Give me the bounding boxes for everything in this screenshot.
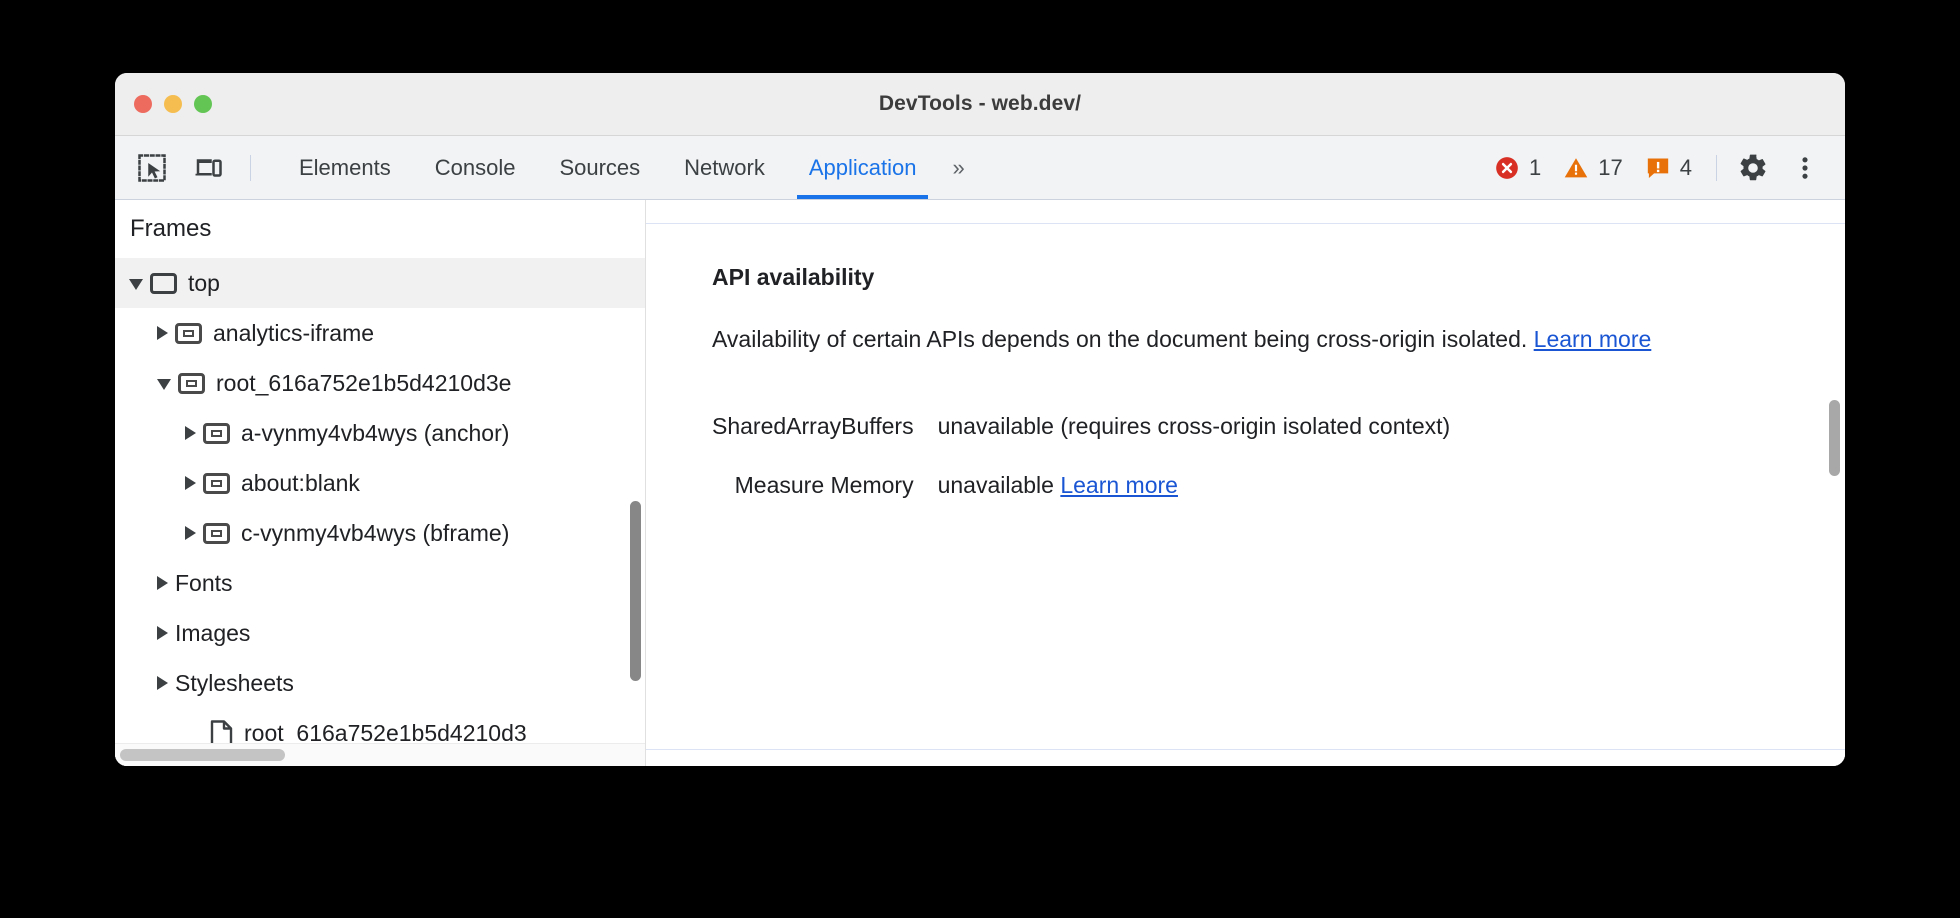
- tree-item-analytics-iframe[interactable]: analytics-iframe: [115, 308, 645, 358]
- tree-item-label: top: [188, 269, 220, 296]
- tree-item-label: Fonts: [175, 569, 233, 596]
- tab-application[interactable]: Application: [787, 136, 939, 199]
- warning-icon: [1564, 157, 1588, 177]
- warning-counter[interactable]: 17: [1563, 154, 1623, 181]
- measure-memory-label: Measure Memory: [734, 471, 914, 498]
- traffic-light-buttons: [134, 73, 212, 135]
- section-paragraph-text: Availability of certain APIs depends on …: [712, 326, 1534, 352]
- shared-array-buffers-value: unavailable (requires cross-origin isola…: [937, 412, 1451, 439]
- toolbar-right-group: 1 17 4: [1494, 136, 1845, 199]
- error-icon: [1496, 156, 1518, 179]
- iframe-icon: [203, 472, 230, 494]
- tab-elements[interactable]: Elements: [299, 154, 391, 180]
- tree-item-label: root_616a752e1b5d4210d3: [244, 719, 527, 746]
- chevron-right-icon[interactable]: [185, 526, 196, 540]
- devtools-toolbar: Elements Console Sources Network Applica…: [115, 136, 1845, 200]
- kebab-menu-icon[interactable]: [1779, 142, 1831, 194]
- iframe-icon: [178, 372, 205, 394]
- devtools-body: Frames top analytics-iframe root_616a752e1…: [115, 200, 1845, 766]
- api-availability-table: SharedArrayBuffers unavailable (requires…: [712, 397, 1450, 516]
- frames-tree[interactable]: top analytics-iframe root_616a752e1b5d4210…: [115, 258, 645, 766]
- devtools-window: DevTools - web.dev/ Elemen: [115, 73, 1845, 766]
- tree-item-label: Images: [175, 619, 251, 646]
- minimize-button[interactable]: [164, 95, 182, 113]
- issue-count: 4: [1679, 154, 1692, 180]
- tree-item-label: analytics-iframe: [213, 319, 375, 346]
- tree-item-images[interactable]: Images: [115, 608, 645, 658]
- tab-sources[interactable]: Sources: [559, 154, 641, 180]
- frames-sidebar: Frames top analytics-iframe root_616a752e1…: [115, 200, 646, 766]
- document-icon: [210, 719, 233, 747]
- sidebar-horizontal-scrollbar-thumb[interactable]: [120, 749, 285, 761]
- maximize-button[interactable]: [194, 95, 212, 113]
- measure-memory-status: unavailable: [937, 471, 1061, 498]
- tab-network[interactable]: Network: [684, 154, 765, 180]
- cross-origin-learn-more-link[interactable]: Learn more: [1533, 326, 1652, 352]
- close-button[interactable]: [134, 95, 152, 113]
- sidebar-vertical-scrollbar[interactable]: [630, 501, 641, 681]
- inspect-element-icon[interactable]: [124, 136, 180, 199]
- tree-item-label: Stylesheets: [175, 669, 294, 696]
- frame-window-icon: [150, 272, 177, 294]
- measure-memory-learn-more-link[interactable]: Learn more: [1060, 471, 1178, 498]
- chevron-right-icon[interactable]: [185, 476, 196, 490]
- window-titlebar: DevTools - web.dev/: [115, 73, 1845, 136]
- gear-icon[interactable]: [1727, 142, 1779, 194]
- tree-item-about-blank[interactable]: about:blank: [115, 458, 645, 508]
- toolbar-right-divider: [1716, 154, 1717, 181]
- issue-counter[interactable]: 4: [1645, 155, 1692, 181]
- tree-item-label: root_616a752e1b5d4210d3e: [216, 369, 512, 396]
- panel-tabs: Elements Console Sources Network Applica…: [277, 136, 979, 199]
- tree-item-c-vynmy4vb4wys-bframe[interactable]: c-vynmy4vb4wys (bframe): [115, 508, 645, 558]
- api-availability-section: API availability Availability of certain…: [646, 266, 1845, 515]
- device-toolbar-icon[interactable]: [180, 136, 236, 199]
- tab-console[interactable]: Console: [434, 154, 516, 180]
- tree-item-fonts[interactable]: Fonts: [115, 558, 645, 608]
- issue-icon: [1647, 157, 1668, 178]
- tree-item-root-616a752e1b5d4210d3e[interactable]: root_616a752e1b5d4210d3e: [115, 358, 645, 408]
- tree-item-a-vynmy4vb4wys-anchor[interactable]: a-vynmy4vb4wys (anchor): [115, 408, 645, 458]
- application-content-panel: API availability Availability of certain…: [646, 200, 1845, 766]
- warning-count: 17: [1598, 154, 1623, 180]
- chevron-right-icon[interactable]: [157, 576, 168, 590]
- chevron-right-icon[interactable]: [185, 426, 196, 440]
- chevron-right-icon[interactable]: [157, 626, 168, 640]
- chevron-right-icon[interactable]: [157, 326, 168, 340]
- section-paragraph: Availability of certain APIs depends on …: [712, 323, 1682, 357]
- tree-item-label: about:blank: [241, 469, 360, 496]
- sidebar-title: Frames: [130, 215, 212, 242]
- error-count: 1: [1529, 154, 1542, 180]
- iframe-icon: [203, 422, 230, 444]
- content-top-divider: [646, 223, 1845, 224]
- error-counter[interactable]: 1: [1494, 155, 1541, 181]
- measure-memory-value: unavailable Learn more: [938, 456, 1451, 515]
- window-title: DevTools - web.dev/: [878, 92, 1082, 115]
- more-tabs-chevron-icon[interactable]: »: [952, 154, 965, 180]
- shared-array-buffers-label: SharedArrayBuffers: [712, 412, 914, 439]
- iframe-icon: [203, 522, 230, 544]
- tree-item-stylesheets[interactable]: Stylesheets: [115, 658, 645, 708]
- tree-item-label: a-vynmy4vb4wys (anchor): [241, 419, 510, 446]
- content-bottom-divider: [646, 749, 1845, 750]
- toolbar-divider: [250, 154, 251, 181]
- table-row: Measure Memory unavailable Learn more: [712, 456, 1450, 515]
- chevron-right-icon[interactable]: [157, 676, 168, 690]
- tree-item-top[interactable]: top: [115, 258, 645, 308]
- table-row: SharedArrayBuffers unavailable (requires…: [712, 397, 1450, 456]
- sidebar-horizontal-scrollbar[interactable]: [115, 743, 645, 766]
- content-vertical-scrollbar[interactable]: [1829, 400, 1840, 476]
- tree-item-label: c-vynmy4vb4wys (bframe): [241, 519, 510, 546]
- section-title: API availability: [712, 264, 875, 290]
- tree-item-root-616a752e1b5d4210d3[interactable]: root_616a752e1b5d4210d3: [115, 708, 645, 758]
- iframe-icon: [175, 322, 202, 344]
- chevron-down-icon[interactable]: [129, 279, 143, 290]
- chevron-down-icon[interactable]: [157, 379, 171, 390]
